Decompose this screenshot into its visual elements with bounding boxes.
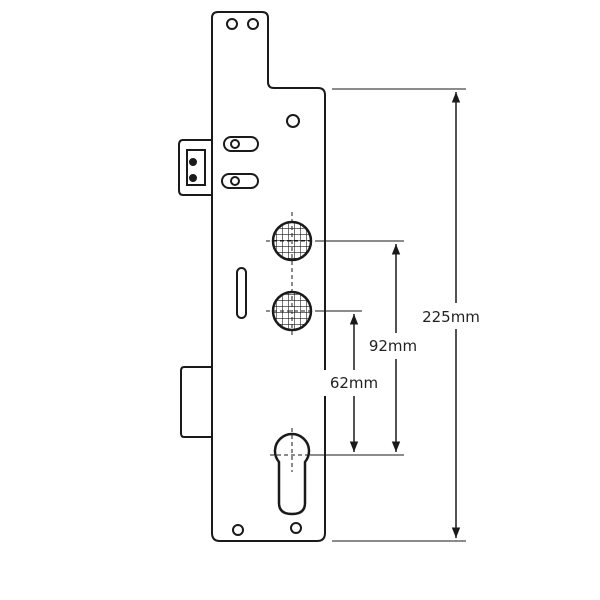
slot-pin xyxy=(230,176,240,186)
fixing-hole xyxy=(286,114,300,128)
vertical-slot xyxy=(236,267,247,319)
slot xyxy=(221,173,259,189)
centre-lines xyxy=(266,212,318,472)
dim-label-92: 92mm xyxy=(369,337,417,355)
deadbolt xyxy=(180,366,212,438)
dim-label-62: 62mm xyxy=(330,374,378,392)
euro-cylinder-cutout xyxy=(273,432,311,516)
extension-lines xyxy=(310,88,466,542)
dim-label-225: 225mm xyxy=(422,308,480,326)
fixing-hole xyxy=(290,522,302,534)
fixing-hole xyxy=(247,18,259,30)
slot xyxy=(223,136,259,152)
fixing-hole xyxy=(232,524,244,536)
latch-bolt xyxy=(178,139,212,196)
fixing-hole xyxy=(226,18,238,30)
faceplate xyxy=(211,11,326,542)
slot-pin xyxy=(230,139,240,149)
